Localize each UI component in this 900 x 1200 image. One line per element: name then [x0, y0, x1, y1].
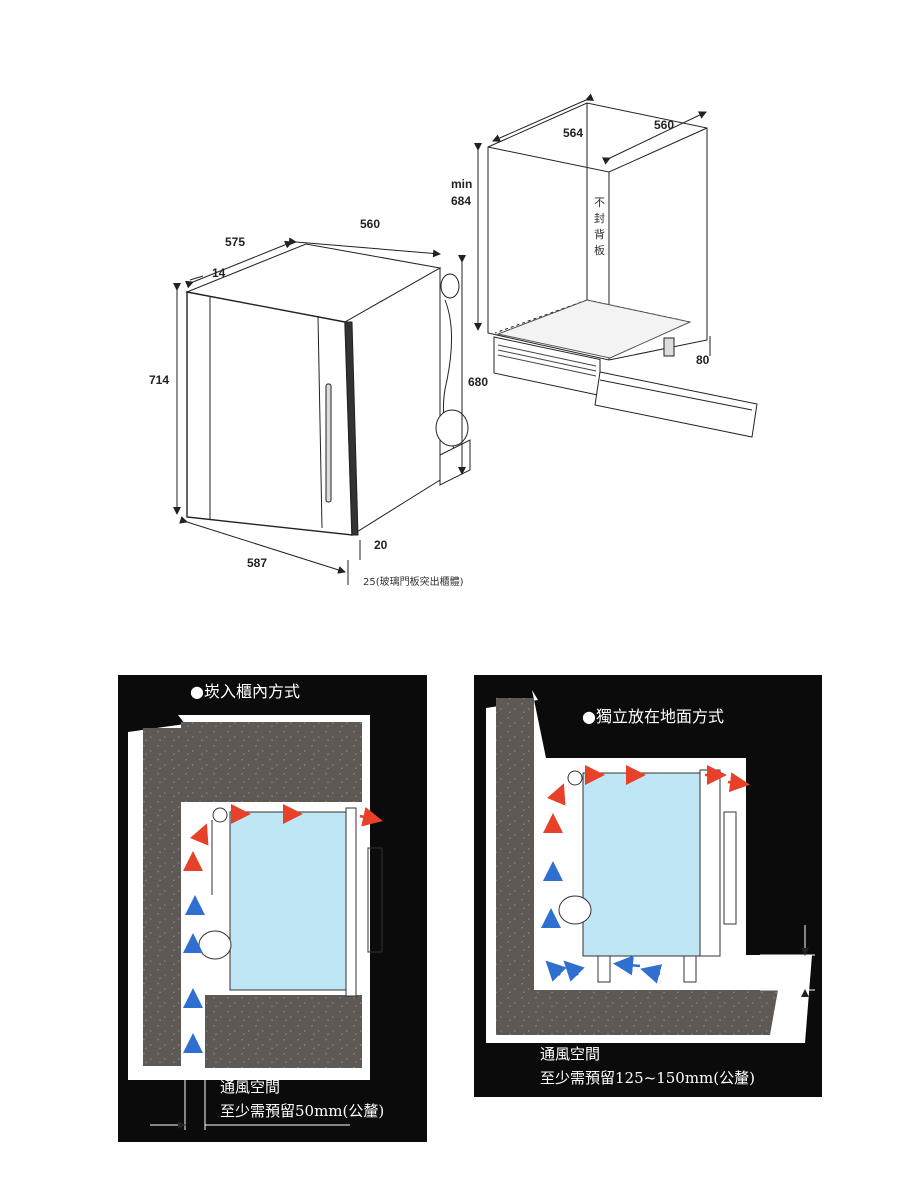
dim-door-thickness: 14	[212, 266, 226, 280]
installation-line-drawing	[173, 93, 758, 585]
wine-cooler-unit	[185, 243, 471, 536]
panel-right-caption-2: 至少需預留125~150mm(公釐)	[540, 1069, 755, 1087]
panel-left-caption-2: 至少需預留50mm(公釐)	[220, 1102, 384, 1120]
dim-cabinet-depth: 564	[563, 126, 583, 140]
dim-cabinet-height-prefix: min	[451, 177, 472, 191]
panel-left-title: ●崁入櫃內方式	[190, 682, 300, 701]
back-panel-note-2: 封	[594, 211, 605, 225]
dim-cabinet-width: 560	[654, 118, 674, 132]
back-panel-note-4: 板	[594, 243, 605, 257]
open-cabinet	[487, 102, 758, 438]
dim-body-height: 680	[468, 375, 488, 389]
dim-unit-width: 560	[360, 217, 380, 231]
dim-door-offset: 20	[374, 538, 388, 552]
dim-unit-depth: 575	[225, 235, 245, 249]
dim-base-depth: 587	[247, 556, 267, 570]
panel-right-caption-1: 通風空間	[540, 1045, 600, 1063]
back-panel-note-3: 背	[594, 227, 605, 241]
dim-cabinet-height: 684	[451, 194, 471, 208]
dim-unit-height: 714	[149, 373, 169, 387]
back-panel-note-1: 不	[594, 196, 605, 209]
panel-freestanding	[474, 675, 822, 1097]
glass-door-note: 25(玻璃門板突出櫃體)	[363, 575, 464, 588]
panel-built-in	[118, 675, 427, 1142]
panel-left-caption-1: 通風空間	[220, 1078, 280, 1096]
dim-foot-height: 80	[696, 353, 710, 367]
panel-right-title: ●獨立放在地面方式	[582, 707, 724, 726]
